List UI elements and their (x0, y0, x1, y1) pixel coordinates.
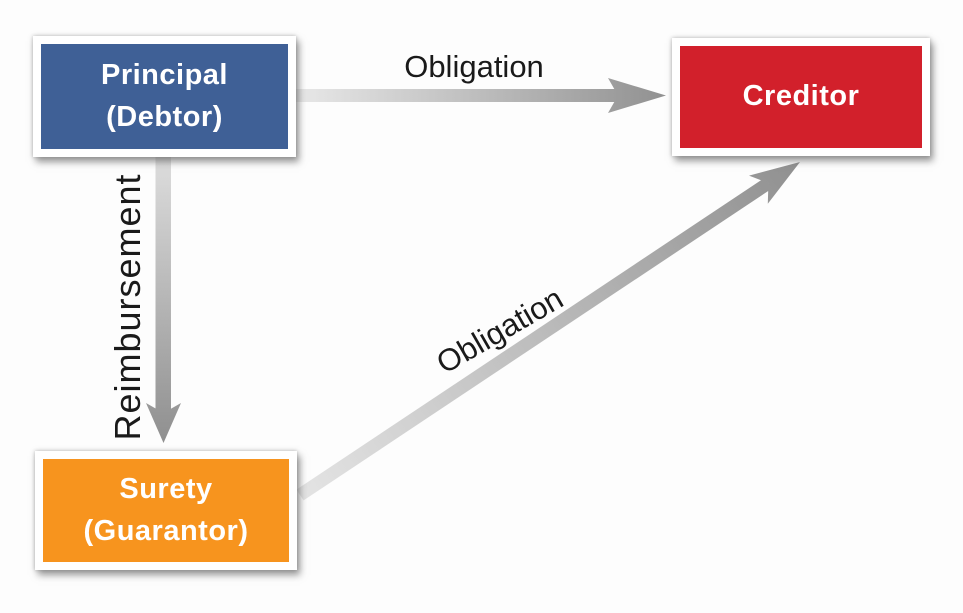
surety-guarantor-box: Surety (Guarantor) (35, 451, 297, 570)
obligation-arrow-diagonal-shaft (296, 177, 772, 501)
creditor-label-line1: Creditor (742, 80, 860, 113)
reimbursement-arrow (146, 150, 181, 443)
surety-label-line1: Surety (119, 473, 213, 506)
creditor-fill: Creditor (680, 46, 922, 148)
obligation-arrow-top (296, 78, 666, 113)
creditor-box: Creditor (672, 38, 930, 156)
obligation-arrow-diagonal-head (749, 162, 800, 204)
obligation-arrow-diagonal (296, 162, 800, 501)
principal-label-line2: (Debtor) (106, 100, 223, 133)
principal-label-line1: Principal (101, 59, 228, 92)
obligation-label-top: Obligation (404, 49, 544, 84)
reimbursement-arrow-shaft (155, 150, 171, 413)
surety-label-line2: (Guarantor) (83, 514, 249, 547)
reimbursement-arrow-head (146, 403, 181, 443)
principal-debtor-box: Principal (Debtor) (33, 36, 296, 157)
obligation-arrow-top-head (608, 78, 666, 113)
surety-guarantor-fill: Surety (Guarantor) (43, 459, 289, 562)
obligation-arrow-top-shaft (296, 89, 618, 102)
reimbursement-label: Reimbursement (107, 173, 148, 441)
principal-debtor-fill: Principal (Debtor) (41, 44, 288, 149)
